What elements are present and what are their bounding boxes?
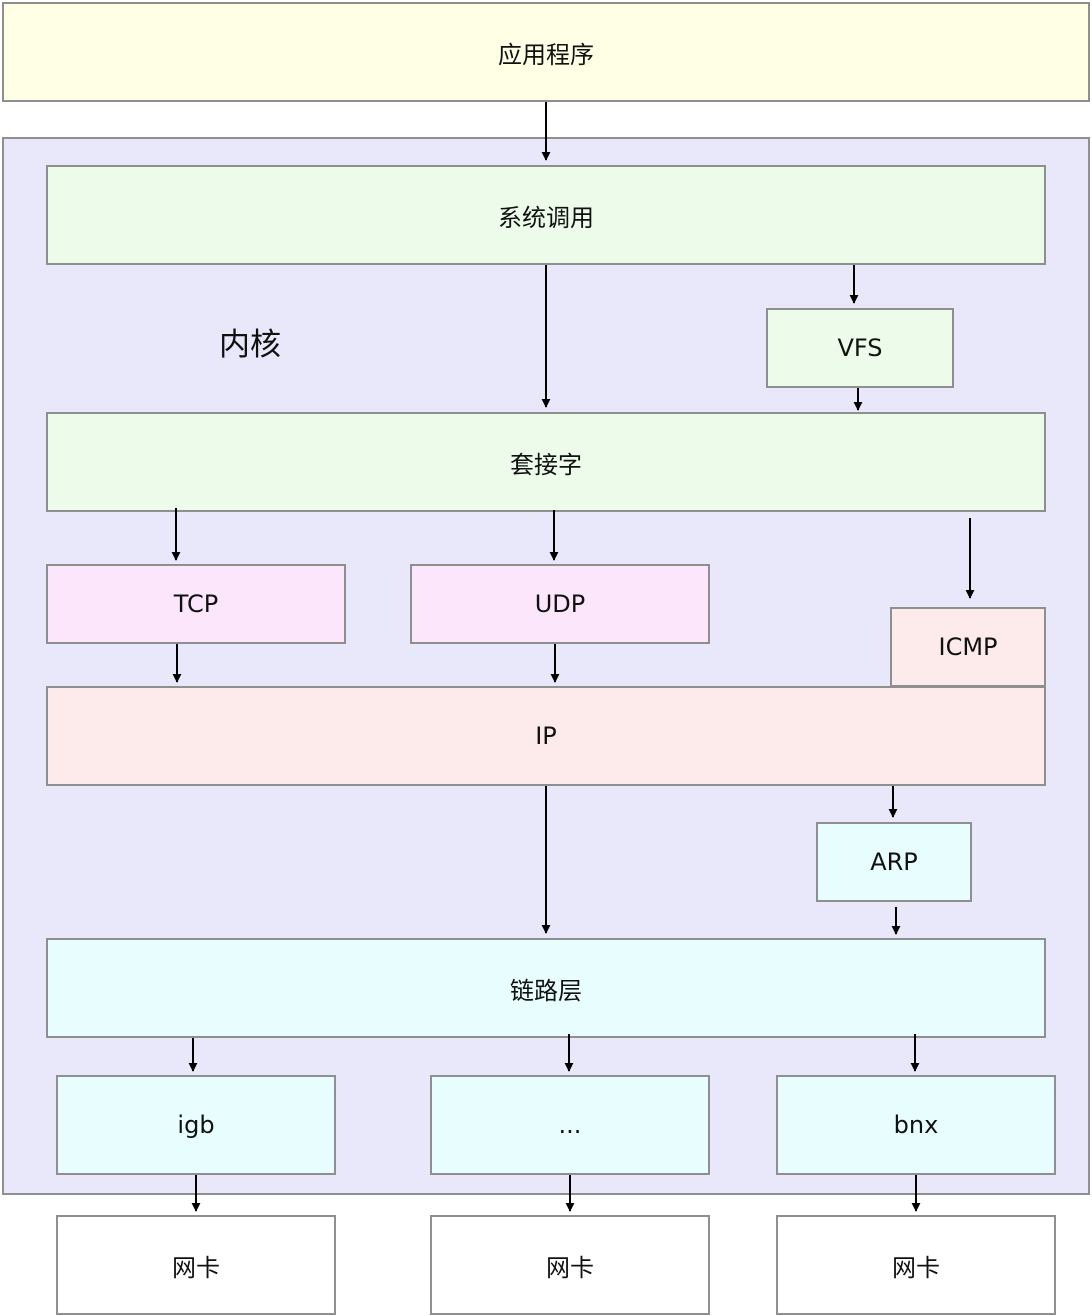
application-box: 应用程序: [2, 2, 1090, 102]
nic-label: 网卡: [546, 1253, 594, 1282]
arp-box: ARP: [816, 822, 972, 902]
nic-box: 网卡: [430, 1215, 710, 1315]
nic-box: 网卡: [56, 1215, 336, 1315]
driver-box-igb: igb: [56, 1075, 336, 1175]
udp-label: UDP: [534, 590, 586, 618]
tcp-label: TCP: [173, 590, 219, 618]
icmp-label: ICMP: [938, 633, 998, 661]
syscall-label: 系统调用: [498, 203, 594, 232]
driver-label: bnx: [893, 1111, 939, 1139]
syscall-box: 系统调用: [46, 165, 1046, 265]
link-layer-label: 链路层: [510, 976, 582, 1005]
icmp-box: ICMP: [890, 607, 1046, 687]
ip-box: IP: [46, 686, 1046, 786]
link-layer-box: 链路层: [46, 938, 1046, 1038]
nic-label: 网卡: [892, 1253, 940, 1282]
nic-box: 网卡: [776, 1215, 1056, 1315]
driver-label: ...: [558, 1111, 582, 1139]
application-label: 应用程序: [498, 40, 594, 69]
vfs-box: VFS: [766, 308, 954, 388]
kernel-label: 内核: [219, 327, 281, 363]
ip-label: IP: [535, 722, 557, 750]
nic-label: 网卡: [172, 1253, 220, 1282]
tcp-box: TCP: [46, 564, 346, 644]
arp-label: ARP: [870, 848, 918, 876]
udp-box: UDP: [410, 564, 710, 644]
driver-box-bnx: bnx: [776, 1075, 1056, 1175]
socket-box: 套接字: [46, 412, 1046, 512]
driver-box-ellipsis: ...: [430, 1075, 710, 1175]
driver-label: igb: [177, 1111, 215, 1139]
socket-label: 套接字: [510, 450, 582, 479]
vfs-label: VFS: [837, 334, 883, 362]
